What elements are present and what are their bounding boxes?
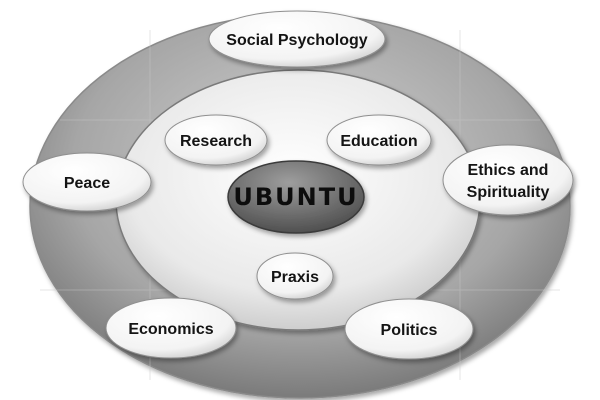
node-research-label: Research — [180, 133, 252, 150]
node-education-label: Education — [340, 133, 417, 150]
node-research: Research — [164, 114, 268, 166]
node-ethics-spirituality-ellipse — [442, 144, 574, 216]
node-economics-ellipse — [105, 297, 237, 359]
node-praxis-label: Praxis — [271, 269, 319, 286]
node-social-psychology: Social Psychology — [208, 10, 386, 68]
node-ethics-label-line1: Ethics and — [468, 162, 549, 179]
node-peace: Peace — [22, 152, 152, 212]
node-politics: Politics — [344, 298, 474, 360]
node-social-psychology-label: Social Psychology — [226, 32, 367, 49]
node-education-ellipse — [326, 114, 432, 166]
node-politics-label: Politics — [381, 322, 438, 339]
node-peace-ellipse — [22, 152, 152, 212]
node-economics-label: Economics — [128, 321, 213, 338]
node-ethics-spirituality: Ethics and Spirituality — [442, 144, 574, 216]
node-politics-ellipse — [344, 298, 474, 360]
node-economics: Economics — [105, 297, 237, 359]
node-social-psychology-ellipse — [208, 10, 386, 68]
center-label: UBUNTU — [233, 183, 358, 211]
node-research-ellipse — [164, 114, 268, 166]
node-praxis-ellipse — [256, 252, 334, 300]
node-ethics-label-line2: Spirituality — [467, 184, 550, 201]
node-education: Education — [326, 114, 432, 166]
center-ellipse — [227, 160, 365, 234]
node-praxis: Praxis — [256, 252, 334, 300]
center-node: UBUNTU — [227, 160, 365, 234]
node-peace-label: Peace — [64, 175, 110, 192]
